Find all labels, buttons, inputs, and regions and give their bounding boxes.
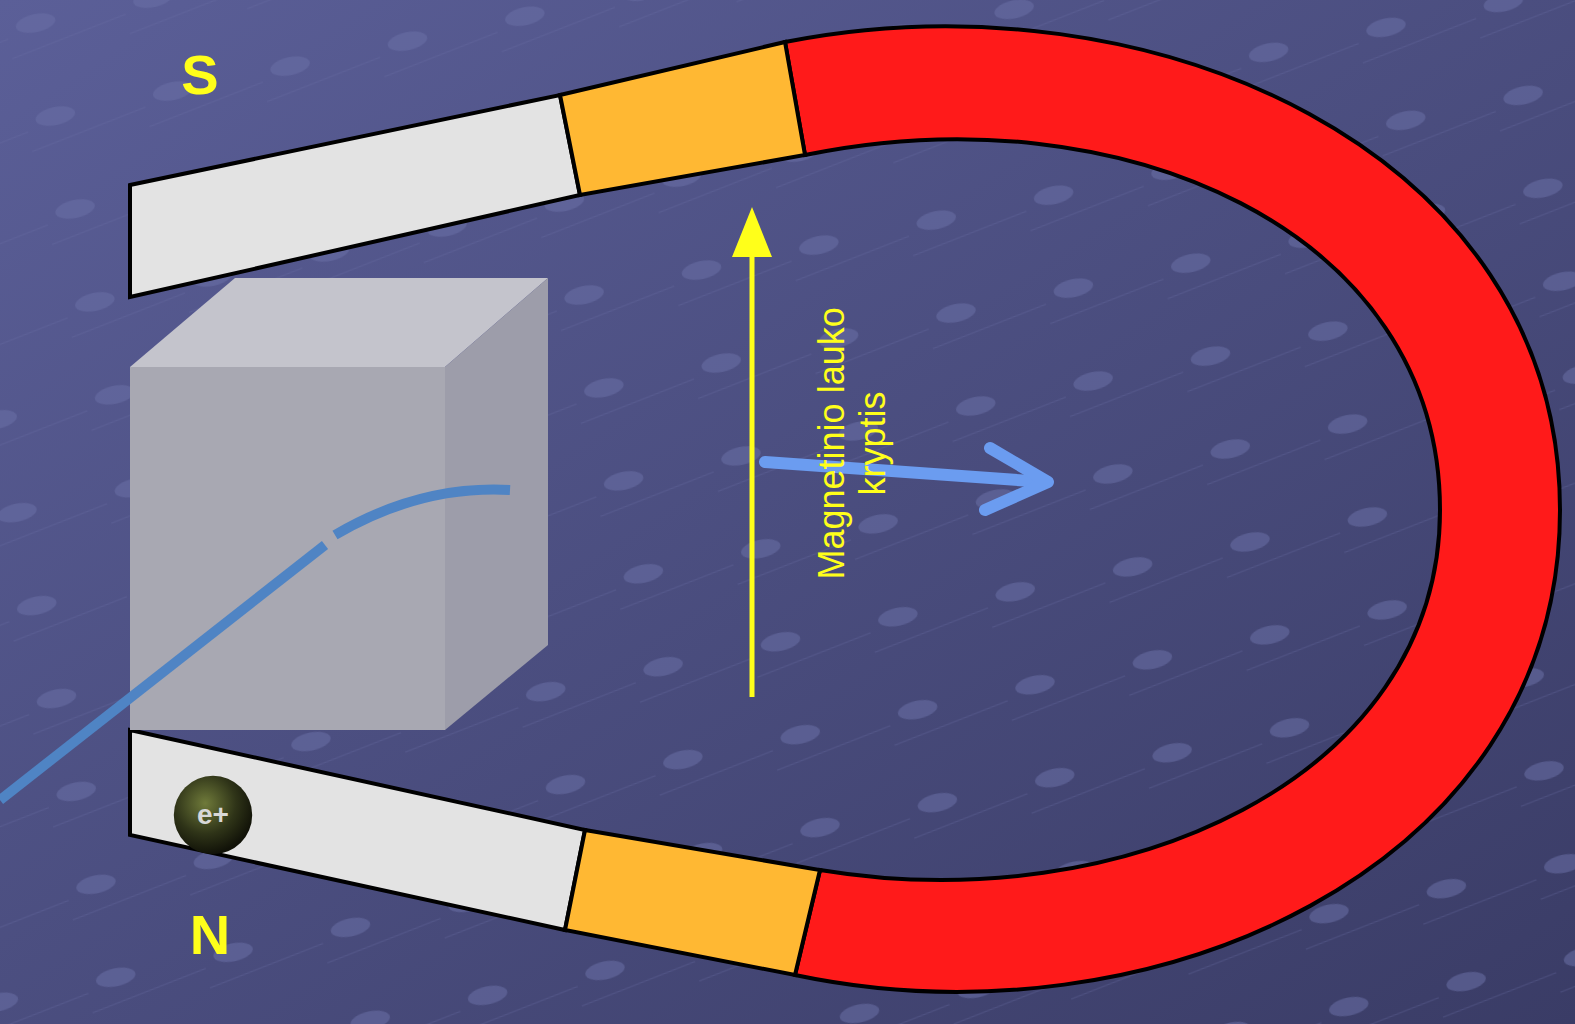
field-label: Magnetinio lauko kryptis	[811, 253, 894, 633]
particle-trajectory	[335, 490, 510, 535]
particle-symbol: e+	[173, 775, 253, 855]
motion-arrow	[765, 462, 1045, 482]
cube-side	[445, 278, 548, 730]
particle-trajectory	[0, 545, 325, 800]
south-pole-arm	[130, 95, 580, 297]
field-arrow	[750, 232, 755, 697]
pole-label: S	[181, 47, 218, 103]
magnet-band	[560, 42, 805, 195]
positron-ball: e+	[173, 775, 253, 855]
cube-front	[130, 367, 445, 730]
magnet-band	[565, 830, 820, 975]
north-pole-arm	[130, 730, 585, 930]
magnet-body	[785, 26, 1560, 991]
pole-label: N	[190, 907, 230, 963]
motion-arrowhead	[985, 448, 1048, 510]
